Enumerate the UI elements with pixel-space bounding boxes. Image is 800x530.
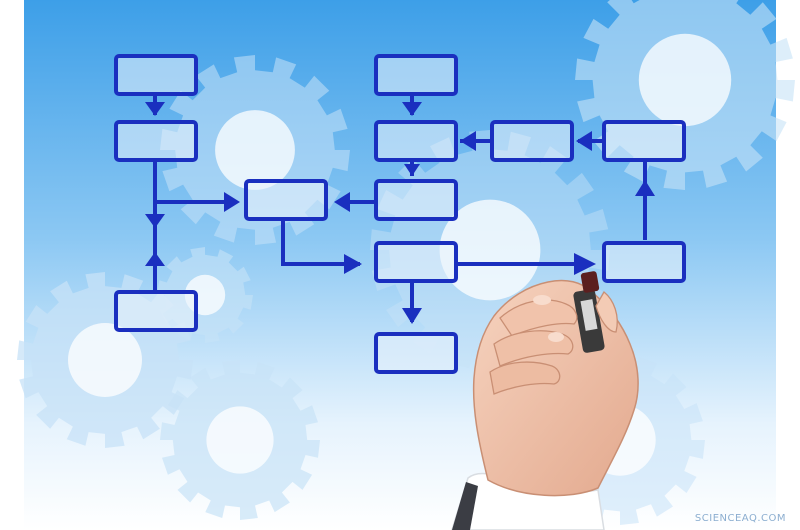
fingernail — [533, 295, 551, 305]
marker-label — [580, 299, 598, 331]
arrow-icon — [145, 102, 165, 116]
fingernail — [548, 332, 564, 342]
jacket-sleeve — [452, 482, 478, 530]
flowchart — [114, 54, 686, 374]
arrow-icon — [402, 102, 422, 116]
watermark: SCIENCEAQ.COM — [694, 513, 786, 524]
marker-tip — [580, 271, 600, 293]
gear-hub — [439, 199, 541, 301]
flow-box — [602, 241, 686, 283]
flow-box — [114, 120, 198, 162]
arrow-icon — [145, 252, 165, 266]
arrow-icon — [574, 253, 596, 275]
gear-hub — [638, 33, 732, 127]
hand-icon — [451, 271, 639, 530]
flow-box — [374, 120, 458, 162]
flow-box — [374, 241, 458, 283]
flow-box — [114, 54, 198, 96]
arrow-icon — [334, 192, 350, 212]
gear-hub — [68, 323, 142, 397]
arrow-icon — [145, 214, 165, 228]
flow-box — [490, 120, 574, 162]
gear-hub — [206, 406, 274, 474]
arrow-icon — [402, 308, 422, 324]
flow-box — [244, 179, 328, 221]
arrow-icon — [460, 131, 476, 151]
ring-finger — [489, 361, 561, 395]
flow-boxes — [114, 54, 686, 374]
flow-box — [602, 120, 686, 162]
arrow-icon — [635, 180, 655, 196]
arrow-icon — [576, 131, 592, 151]
flow-box — [374, 179, 458, 221]
flow-box — [374, 332, 458, 374]
flow-box — [114, 290, 198, 332]
arrow-icon — [404, 164, 420, 176]
flow-box — [374, 54, 458, 96]
gear-hub — [215, 110, 295, 190]
thumb — [595, 291, 618, 333]
arrow-icon — [344, 254, 362, 274]
arrow-icon — [224, 192, 240, 212]
arrowheads — [145, 102, 655, 324]
